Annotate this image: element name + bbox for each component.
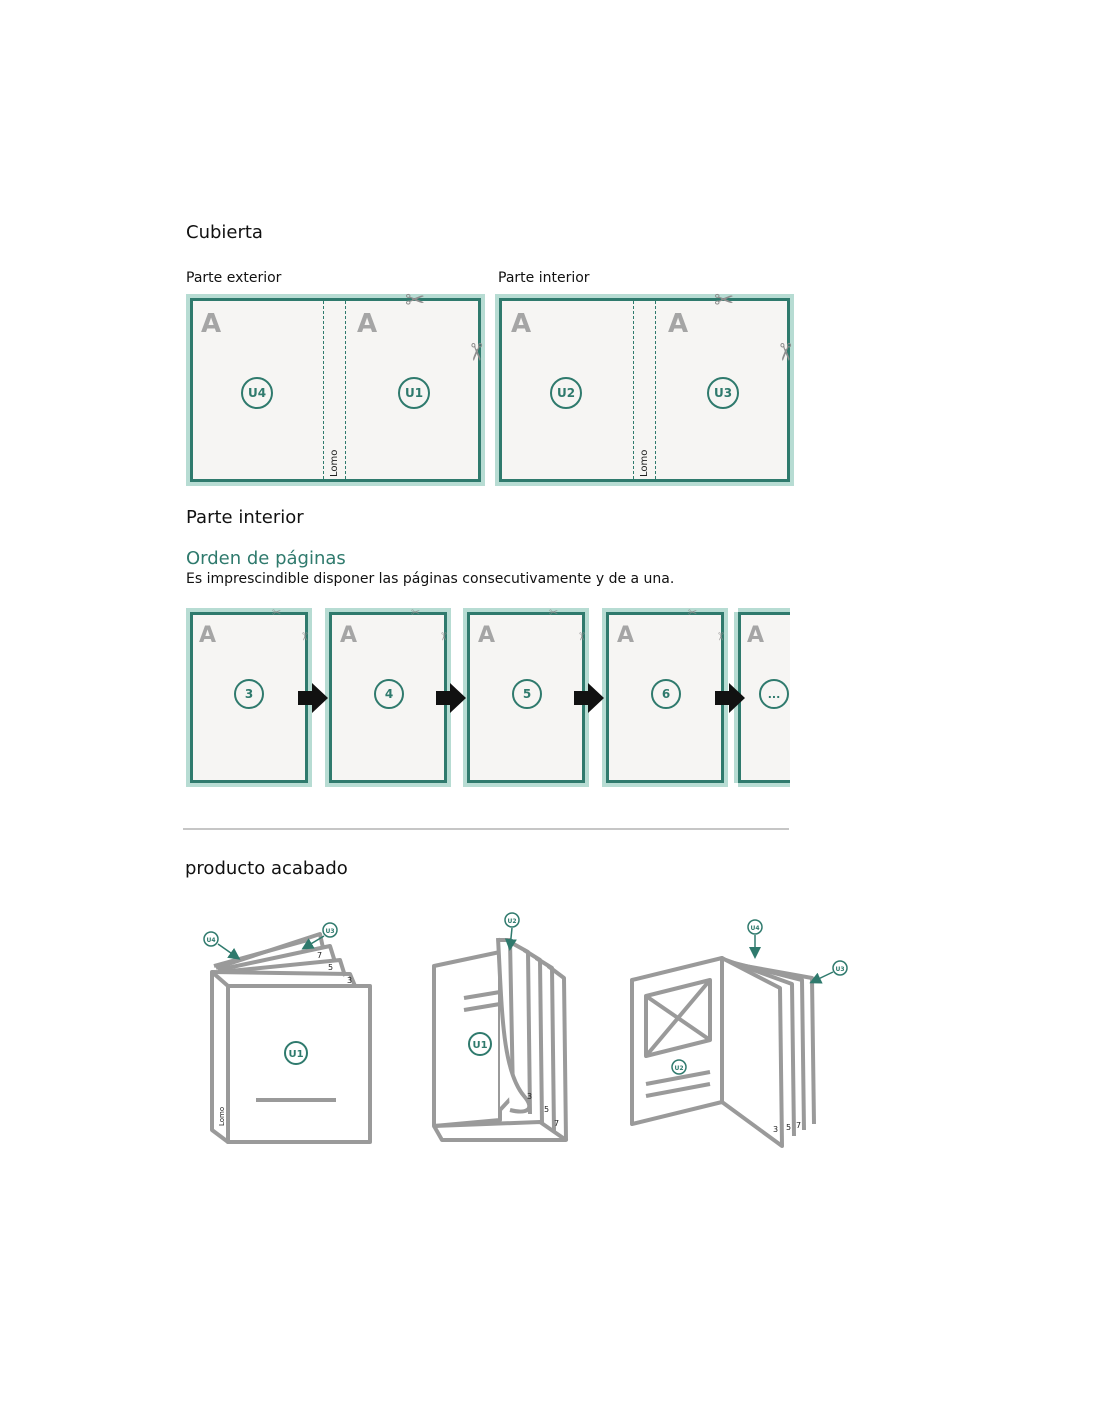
finished-books-illustration: U1 Lomo 7 5 3 U4 U3 U1 3 5 7 U2 [203, 912, 848, 1148]
spine-label: Lomo [639, 449, 650, 477]
page-badge-u1: U1 [398, 377, 430, 409]
scissors-icon: ✂ [549, 606, 559, 619]
spine-label: Lomo [329, 449, 340, 477]
page-label-u3: U3 [835, 966, 844, 973]
page-number: 5 [786, 1123, 791, 1132]
page-number: 3 [347, 976, 352, 985]
cover-outer-label: Parte exterior [186, 270, 282, 286]
interior-page-sheet: A 4 [329, 612, 447, 783]
scissors-icon: ✂ [272, 606, 282, 619]
orientation-marker: A [511, 309, 532, 339]
pointer-arrow [217, 943, 241, 960]
scissors-icon: ✂ [298, 631, 312, 642]
page-badge-u4 [203, 931, 219, 947]
page-badge-u4 [747, 919, 763, 935]
spine-fold-line [633, 301, 634, 479]
page-number: 7 [554, 1119, 559, 1128]
orientation-marker: A [199, 623, 217, 648]
page-badge-u2 [671, 1059, 687, 1075]
page-label-u4: U4 [206, 937, 215, 944]
page-label-u1: U1 [288, 1049, 303, 1060]
orientation-marker: A [617, 623, 635, 648]
spine-label: Lomo [218, 1107, 226, 1126]
arrow-right-icon [298, 683, 328, 713]
pointer-arrow [504, 927, 517, 951]
spine-fold-line [323, 301, 324, 479]
page-badge: 6 [651, 679, 681, 709]
page-badge-u2: U2 [550, 377, 582, 409]
page-label-u2: U2 [507, 918, 516, 925]
section-divider [183, 828, 789, 830]
page-label-u4: U4 [750, 925, 759, 932]
scissors-icon: ✂ [405, 286, 426, 314]
page-number: 7 [796, 1121, 801, 1130]
page-badge-more: ... [759, 679, 789, 709]
orientation-marker: A [201, 309, 222, 339]
page-badge-u2 [504, 912, 520, 928]
orientation-marker: A [340, 623, 358, 648]
page-label-u3: U3 [325, 928, 334, 935]
finished-title: producto acabado [185, 858, 348, 879]
page-number: 5 [328, 963, 333, 972]
page-label-u2: U2 [674, 1065, 683, 1072]
interior-title: Parte interior [186, 507, 304, 528]
scissors-icon: ✂ [411, 606, 421, 619]
scissors-icon: ✂ [462, 341, 491, 363]
cover-outer-sheet: A A Lomo U4 U1 [190, 298, 481, 482]
arrow-right-icon [574, 683, 604, 713]
page-number: 3 [527, 1092, 532, 1101]
arrow-right-icon [436, 683, 466, 713]
interior-page-sheet: A 5 [467, 612, 585, 783]
book-open [630, 956, 816, 1148]
orientation-marker: A [357, 309, 378, 339]
scissors-icon: ✂ [714, 631, 728, 642]
page-badge: 4 [374, 679, 404, 709]
cover-inner-sheet: A A Lomo U2 U3 [499, 298, 790, 482]
interior-page-sheet: A 6 [606, 612, 724, 783]
page-label-u1: U1 [472, 1040, 487, 1051]
page-badge: 5 [512, 679, 542, 709]
page-badge-u3 [322, 922, 338, 938]
page-order-title: Orden de páginas [186, 548, 346, 569]
page-badge-u1 [468, 1032, 492, 1056]
page-badge-u1 [284, 1041, 308, 1065]
page-number: 5 [544, 1105, 549, 1114]
interior-page-sheet: A 3 [190, 612, 308, 783]
page-badge-u3 [832, 960, 848, 976]
page-number: 3 [773, 1125, 778, 1134]
cover-title: Cubierta [186, 222, 263, 243]
page-number: 7 [317, 951, 322, 960]
page-badge-u4: U4 [241, 377, 273, 409]
page-badge: 3 [234, 679, 264, 709]
scissors-icon: ✂ [771, 341, 800, 363]
spine-fold-line [345, 301, 346, 479]
orientation-marker: A [478, 623, 496, 648]
cover-inner-label: Parte interior [498, 270, 590, 286]
page-order-note: Es imprescindible disponer las páginas c… [186, 571, 675, 587]
scissors-icon: ✂ [575, 631, 589, 642]
pointer-arrow [809, 971, 834, 984]
pointer-arrow [301, 935, 325, 950]
spine-fold-line [655, 301, 656, 479]
book-closed [210, 932, 372, 1144]
scissors-icon: ✂ [714, 286, 735, 314]
scissors-icon: ✂ [437, 631, 451, 642]
orientation-marker: A [747, 623, 765, 648]
page-badge-u3: U3 [707, 377, 739, 409]
orientation-marker: A [668, 309, 689, 339]
arrow-right-icon [715, 683, 745, 713]
scissors-icon: ✂ [688, 606, 698, 619]
interior-page-sheet-partial: A ... [738, 612, 790, 783]
